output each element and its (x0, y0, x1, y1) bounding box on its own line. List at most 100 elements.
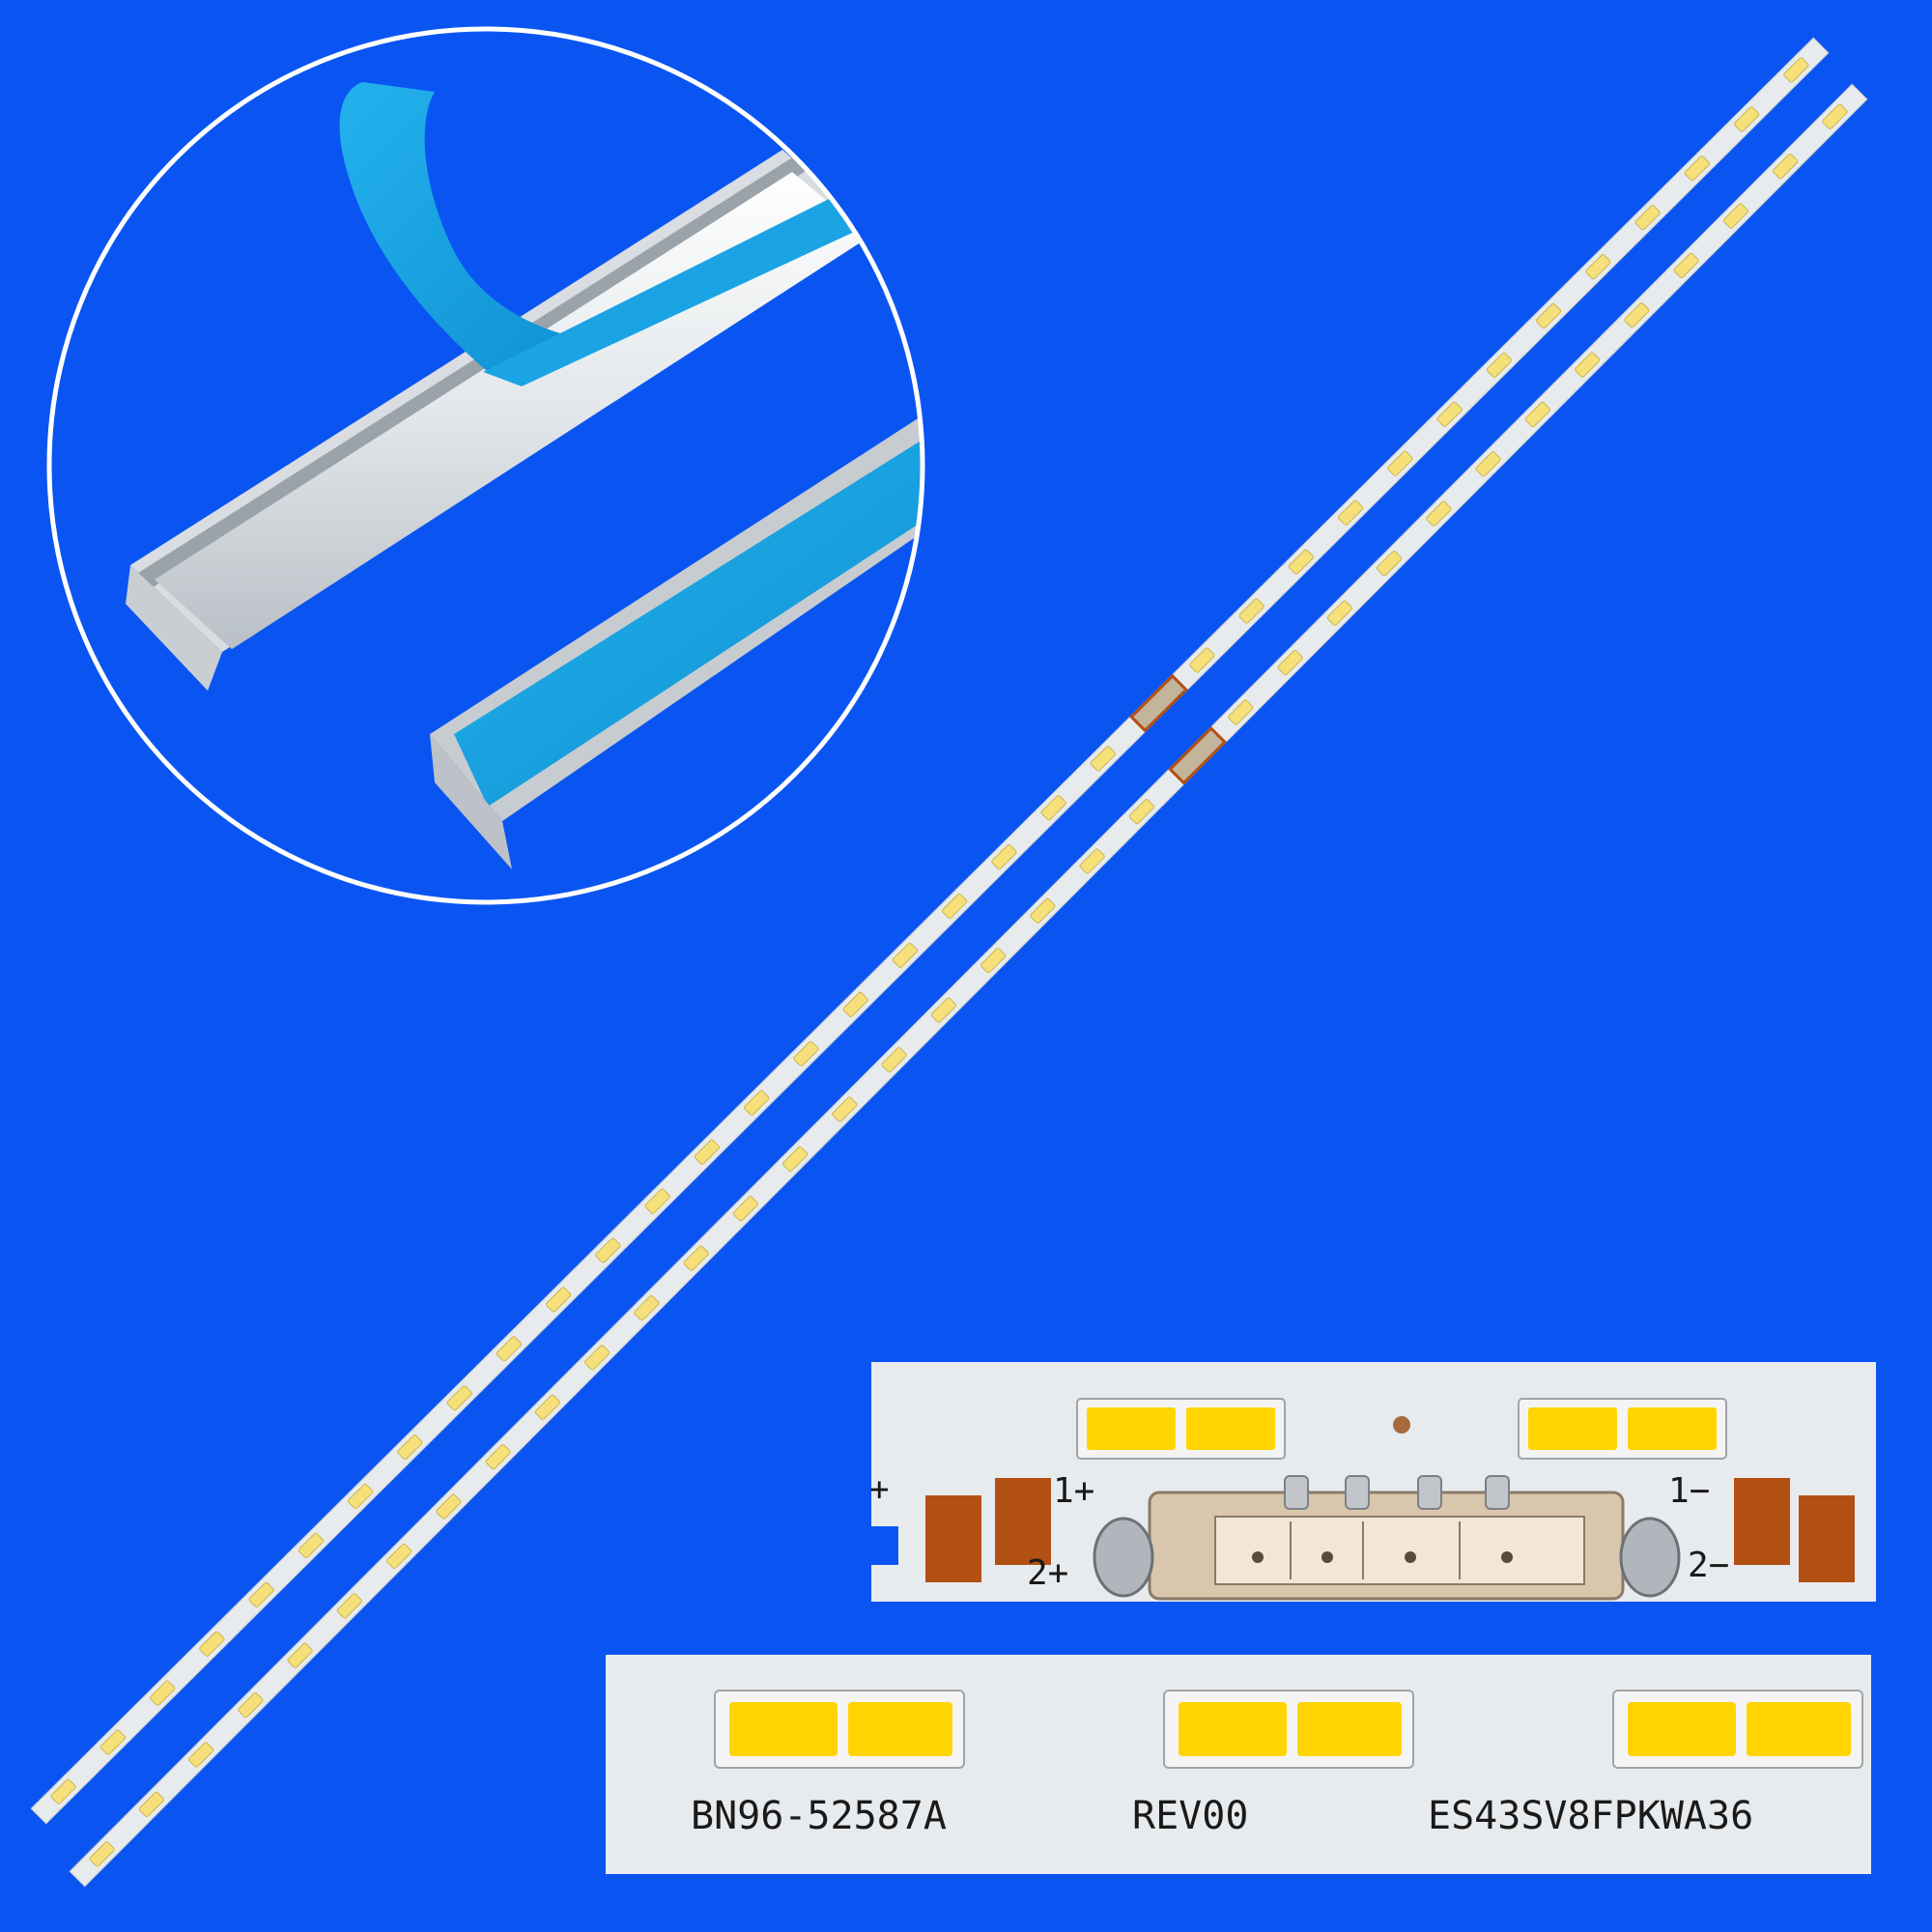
mount-notch (871, 1526, 898, 1565)
strip-led (150, 1680, 176, 1706)
strip-led (1436, 401, 1463, 427)
strip-2-body (69, 83, 1868, 1888)
strip-led (1040, 795, 1066, 821)
led-strips (30, 37, 1868, 1888)
strip-led (584, 1345, 611, 1371)
strip-led (348, 1483, 374, 1510)
strip-led (1189, 647, 1215, 673)
strip-led (336, 1593, 362, 1619)
strip-led (694, 1139, 720, 1165)
strip-led (683, 1245, 709, 1271)
strip-led (1536, 302, 1562, 329)
strip-led (1773, 153, 1799, 180)
strip-led (534, 1394, 560, 1420)
strip-led (892, 942, 918, 969)
strip-led (991, 844, 1017, 870)
strip-2 (69, 83, 1868, 1888)
strip-led (50, 1778, 76, 1804)
strip-led (1338, 499, 1364, 526)
led-pair-3 (1612, 1690, 1863, 1769)
strip-led (1673, 252, 1699, 278)
pad-right-inner (1734, 1478, 1790, 1565)
strip-led (436, 1493, 462, 1520)
strip-led (1277, 649, 1303, 676)
inset-closeup (46, 26, 925, 905)
strip-led (1624, 302, 1650, 328)
strip-led (248, 1581, 274, 1607)
strip-led (1377, 551, 1403, 577)
strip-led (732, 1196, 758, 1222)
inset-border (46, 26, 925, 905)
pin-1-minus-label: 1− (1668, 1471, 1710, 1511)
strip-led (1486, 352, 1512, 379)
strip-led (1585, 254, 1611, 280)
wire-connector (1093, 1475, 1681, 1601)
strip-led (238, 1692, 264, 1719)
strip-led (485, 1444, 511, 1470)
strip-led (446, 1385, 472, 1411)
strip-led (1326, 600, 1352, 626)
strip-led (1288, 549, 1314, 575)
profile-top-end (126, 565, 222, 691)
strip-led (744, 1090, 770, 1116)
strip-2-connector (1168, 725, 1228, 785)
strip-led (842, 991, 868, 1017)
profile-top-side (135, 155, 816, 589)
strip-led (881, 1046, 907, 1073)
strip-led (1079, 848, 1105, 874)
led-pair-2 (1163, 1690, 1414, 1769)
connector-closeup: + 1+ 2+ 1− 2− (869, 1362, 1876, 1602)
strip-led (1426, 500, 1452, 526)
strip-led (99, 1729, 126, 1755)
tape-strip-top (483, 198, 865, 386)
profile-bottom-tape (454, 440, 923, 807)
revision-label: REV00 (1132, 1794, 1248, 1838)
pin-2-minus-label: 2− (1688, 1546, 1729, 1585)
strip-led (980, 948, 1007, 974)
pad-left-outer (925, 1495, 981, 1582)
led-pair-1 (714, 1690, 965, 1769)
strip-led (1238, 598, 1264, 624)
strip-led (1090, 746, 1116, 772)
strip-led (1387, 450, 1413, 476)
strip-led (298, 1532, 324, 1559)
strip-led (644, 1188, 670, 1214)
strip-led (1524, 401, 1550, 428)
profile-bottom-end (430, 734, 512, 869)
strip-1 (30, 37, 1830, 1825)
strip-led (138, 1791, 164, 1818)
strip-led (1475, 451, 1501, 477)
strip-led (1684, 156, 1710, 182)
strip-led (1822, 103, 1848, 129)
strip-led (595, 1237, 621, 1264)
strip-led (793, 1040, 819, 1066)
led-pair-right (1518, 1398, 1727, 1460)
strip-led (397, 1435, 423, 1461)
marking-closeup: BN96-52587A REV00 ES43SV8FPKWA36 (606, 1655, 1871, 1874)
strip-led (287, 1642, 313, 1668)
strip-led (496, 1336, 522, 1362)
strip-led (1783, 57, 1809, 83)
strip-led (1030, 897, 1056, 924)
strip-led (1228, 699, 1254, 725)
pad-left-inner (995, 1478, 1051, 1565)
strip-led (942, 893, 968, 920)
strip-led (386, 1543, 412, 1570)
model-code-label: ES43SV8FPKWA36 (1428, 1794, 1753, 1838)
strip-led (1128, 799, 1154, 825)
strip-led (782, 1146, 809, 1172)
strip-led (930, 997, 956, 1023)
part-number-label: BN96-52587A (691, 1794, 947, 1838)
strip-led (1634, 205, 1661, 231)
strip-1-connector (1129, 673, 1188, 733)
strip-led (1734, 106, 1760, 132)
strip-led (1575, 352, 1601, 378)
peeled-tape (339, 82, 618, 372)
pin-2-plus-label: 2+ (1027, 1553, 1068, 1593)
strip-1-body (30, 37, 1830, 1825)
strip-led (188, 1742, 214, 1768)
led-pair-left (1076, 1398, 1286, 1460)
strip-led (546, 1287, 572, 1313)
strip-led (634, 1294, 660, 1321)
